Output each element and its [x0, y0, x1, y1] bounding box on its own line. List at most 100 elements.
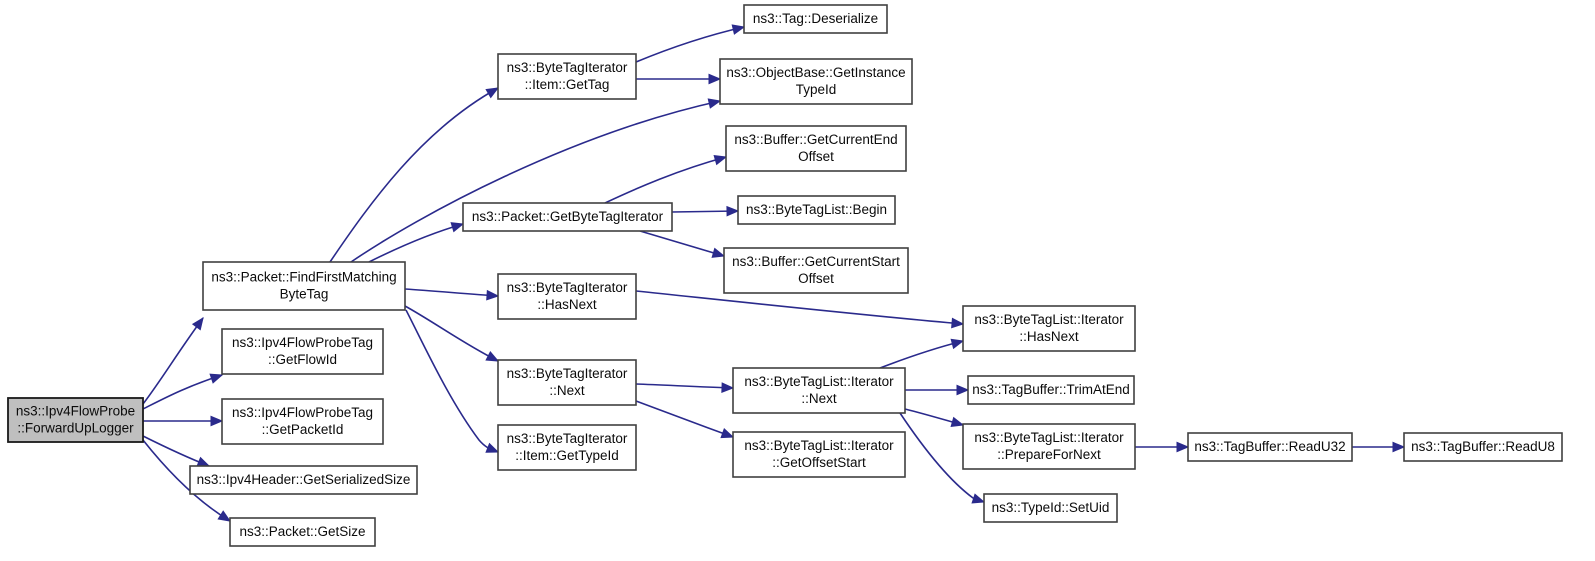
graph-node-bytetagiterator-next[interactable]: ns3::ByteTagIterator::Next — [497, 359, 637, 406]
node-label-line: ns3::Buffer::GetCurrentStart — [732, 254, 900, 269]
graph-node-bytetaglist-iterator-hasnext[interactable]: ns3::ByteTagList::Iterator::HasNext — [962, 305, 1136, 352]
edge-arrowhead — [485, 350, 500, 362]
graph-node-bytetagiterator-item-gettypeid[interactable]: ns3::ByteTagIterator::Item::GetTypeId — [497, 424, 637, 471]
node-box[interactable] — [189, 465, 418, 495]
edge-arrowhead — [450, 222, 465, 233]
edge-arrowhead — [1176, 441, 1190, 453]
edge-arrowhead — [209, 373, 224, 384]
call-edge — [899, 412, 986, 504]
node-box[interactable] — [723, 247, 909, 294]
node-box[interactable] — [732, 367, 906, 414]
edge-arrowhead — [191, 316, 204, 331]
node-label: ns3::TagBuffer::ReadU8 — [1411, 439, 1555, 454]
node-box[interactable] — [967, 375, 1135, 405]
node-box[interactable] — [1187, 432, 1353, 462]
call-edge — [604, 154, 728, 204]
graph-node-bytetagiterator-hasnext[interactable]: ns3::ByteTagIterator::HasNext — [497, 273, 637, 320]
call-edge — [635, 382, 735, 393]
graph-node-forward-up-logger[interactable]: ns3::Ipv4FlowProbe::ForwardUpLogger — [7, 397, 144, 443]
edge-arrowhead — [951, 317, 965, 329]
node-label-line: ::HasNext — [537, 297, 597, 312]
call-edge — [905, 384, 970, 396]
edge-arrowhead — [708, 73, 722, 85]
node-label-line: ::Item::GetTag — [525, 77, 610, 92]
node-box[interactable] — [202, 261, 406, 311]
node-label: ns3::ByteTagIterator::Next — [507, 366, 628, 398]
node-label: ns3::Packet::GetSize — [239, 524, 365, 539]
graph-node-tagbuffer-readu8[interactable]: ns3::TagBuffer::ReadU8 — [1403, 432, 1563, 462]
graph-node-packet-getsize[interactable]: ns3::Packet::GetSize — [229, 517, 376, 547]
graph-node-ipv4header-getserializedsize[interactable]: ns3::Ipv4Header::GetSerializedSize — [189, 465, 418, 495]
node-label-line: ns3::Ipv4FlowProbeTag — [232, 405, 373, 420]
graph-node-bytetaglist-iterator-getoffsetstart[interactable]: ns3::ByteTagList::Iterator::GetOffsetSta… — [732, 431, 906, 478]
call-edge — [635, 290, 965, 329]
graph-node-bytetagiterator-item-gettag[interactable]: ns3::ByteTagIterator::Item::GetTag — [497, 53, 637, 100]
node-label-line: ns3::Ipv4FlowProbeTag — [232, 335, 373, 350]
node-label-line: TypeId — [796, 82, 837, 97]
graph-node-tag-deserialize[interactable]: ns3::Tag::Deserialize — [743, 4, 888, 34]
node-box[interactable] — [497, 273, 637, 320]
node-label: ns3::ByteTagList::Iterator::HasNext — [974, 312, 1124, 344]
call-edge — [636, 73, 722, 85]
edge-arrowhead — [726, 205, 740, 217]
call-edge — [143, 415, 224, 427]
call-edge — [1135, 441, 1190, 453]
node-box[interactable] — [497, 53, 637, 100]
edge-arrowhead — [731, 24, 746, 35]
graph-node-typeid-setuid[interactable]: ns3::TypeId::SetUid — [983, 493, 1118, 523]
graph-node-packet-getbytetagiterator[interactable]: ns3::Packet::GetByteTagIterator — [462, 202, 673, 232]
node-label-line: ::ForwardUpLogger — [17, 420, 134, 435]
node-box[interactable] — [737, 195, 896, 225]
graph-node-bytetaglist-iterator-prepareforext[interactable]: ns3::ByteTagList::Iterator::PrepareForNe… — [962, 423, 1136, 470]
node-label-line: ns3::TagBuffer::ReadU32 — [1194, 439, 1345, 454]
node-box[interactable] — [221, 328, 384, 375]
node-box[interactable] — [221, 398, 384, 445]
call-edge — [404, 305, 500, 362]
node-label-line: ns3::ByteTagIterator — [507, 280, 628, 295]
node-box[interactable] — [497, 359, 637, 406]
call-edge — [671, 205, 740, 217]
node-box[interactable] — [725, 125, 907, 172]
node-label-line: Offset — [798, 149, 834, 164]
call-edge — [142, 316, 204, 405]
edge-arrowhead — [210, 415, 224, 427]
node-label: ns3::TagBuffer::ReadU32 — [1194, 439, 1345, 454]
node-box[interactable] — [7, 397, 144, 443]
node-box[interactable] — [732, 431, 906, 478]
node-box[interactable] — [962, 423, 1136, 470]
call-edge — [1352, 441, 1406, 453]
graph-node-ipv4flowprobetag-getpacketid[interactable]: ns3::Ipv4FlowProbeTag::GetPacketId — [221, 398, 384, 445]
graph-node-ipv4flowprobetag-getflowid[interactable]: ns3::Ipv4FlowProbeTag::GetFlowId — [221, 328, 384, 375]
graph-node-tagbuffer-trimatend[interactable]: ns3::TagBuffer::TrimAtEnd — [967, 375, 1135, 405]
node-box[interactable] — [962, 305, 1136, 352]
node-label-line: ::Item::GetTypeId — [515, 448, 619, 463]
call-edge — [350, 98, 722, 263]
node-box[interactable] — [229, 517, 376, 547]
graph-node-bytetaglist-begin[interactable]: ns3::ByteTagList::Begin — [737, 195, 896, 225]
node-box[interactable] — [497, 424, 637, 471]
node-label: ns3::Ipv4FlowProbeTag::GetPacketId — [232, 405, 373, 437]
node-label: ns3::TagBuffer::TrimAtEnd — [972, 382, 1130, 397]
node-label: ns3::ByteTagList::Iterator::PrepareForNe… — [974, 430, 1124, 462]
node-box[interactable] — [462, 202, 673, 232]
graph-node-bytetaglist-iterator-next[interactable]: ns3::ByteTagList::Iterator::Next — [732, 367, 906, 414]
edge-arrowhead — [711, 247, 726, 258]
node-label: ns3::Tag::Deserialize — [753, 11, 878, 26]
graph-node-tagbuffer-readu32[interactable]: ns3::TagBuffer::ReadU32 — [1187, 432, 1353, 462]
node-label-line: ::Next — [801, 391, 837, 406]
node-label-line: ns3::TypeId::SetUid — [992, 500, 1110, 515]
edge-arrowhead — [485, 87, 500, 99]
node-box[interactable] — [1403, 432, 1563, 462]
node-box[interactable] — [719, 58, 913, 105]
call-edge — [368, 222, 465, 263]
node-label-line: ns3::Packet::GetSize — [239, 524, 365, 539]
node-label-line: ns3::ByteTagIterator — [507, 366, 628, 381]
node-box[interactable] — [983, 493, 1118, 523]
node-box[interactable] — [743, 4, 888, 34]
